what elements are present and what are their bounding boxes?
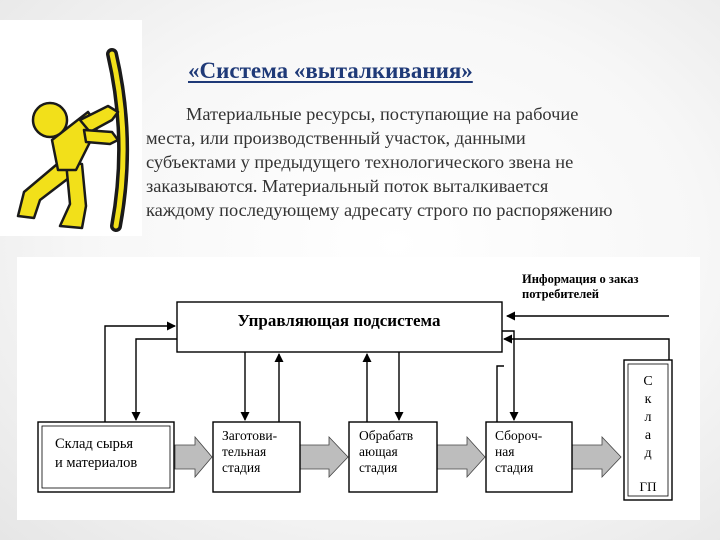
procurement-stage-box <box>212 421 301 493</box>
connector-arrows <box>104 321 670 422</box>
info-label-line: Информация о заказ <box>522 272 639 286</box>
warehouse-letter: к <box>645 392 652 407</box>
warehouse-letter: С <box>643 374 652 389</box>
control-subsystem-label: Управляющая подсистема <box>238 311 441 330</box>
body-line: субъектами у предыдущего технологическог… <box>146 152 574 172</box>
raw-materials-label-line: и материалов <box>55 455 137 471</box>
pushing-person-icon <box>16 48 130 232</box>
procurement-stage-label-line: стадия <box>222 460 260 475</box>
procurement-stage-label-line: тельная <box>222 444 266 459</box>
info-label-line: потребителей <box>522 287 599 301</box>
raw-materials-warehouse-box <box>37 421 175 493</box>
push-system-diagram: Информация о заказ потребителей Управляю… <box>17 257 700 520</box>
body-line: каждому последующему адресату строго по … <box>146 200 613 220</box>
assembly-stage-label-line: ная <box>495 444 514 459</box>
assembly-stage-box <box>485 421 573 493</box>
slide-title: «Система «выталкивания» <box>188 58 473 83</box>
procurement-stage-label-line: Заготови- <box>222 428 278 443</box>
flow-arrows <box>174 435 622 479</box>
pushing-person-illustration <box>0 20 142 236</box>
raw-materials-label-line: Склад сырья <box>55 436 133 452</box>
processing-stage-label-line: стадия <box>359 460 397 475</box>
assembly-stage-label-line: стадия <box>495 460 533 475</box>
warehouse-letter: д <box>644 446 651 461</box>
body-line: Материальные ресурсы, поступающие на раб… <box>186 104 579 124</box>
warehouse-letter: л <box>645 410 652 425</box>
processing-stage-label-line: Обрабатв <box>359 428 413 443</box>
warehouse-letter: а <box>645 428 652 443</box>
body-line: места, или производственный участок, дан… <box>146 128 526 148</box>
control-subsystem-box <box>176 301 503 353</box>
processing-stage-label-line: ающая <box>359 444 398 459</box>
body-line: заказываются. Материальный поток выталки… <box>146 176 549 196</box>
slide-body-text: Материальные ресурсы, поступающие на раб… <box>146 102 718 222</box>
finished-goods-warehouse-box <box>623 359 673 501</box>
warehouse-suffix: ГП <box>640 479 657 494</box>
processing-stage-box <box>348 421 438 493</box>
assembly-stage-label-line: Сбороч- <box>495 428 543 443</box>
